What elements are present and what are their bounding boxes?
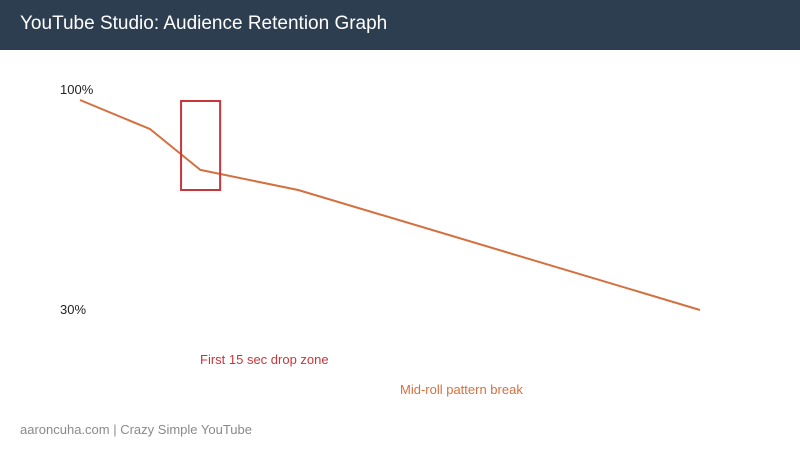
retention-line bbox=[79, 99, 701, 311]
drop-zone-annotation: First 15 sec drop zone bbox=[200, 352, 329, 367]
y-axis-label-bottom: 30% bbox=[60, 302, 87, 317]
header-bar: YouTube Studio: Audience Retention Graph bbox=[0, 0, 800, 50]
midroll-annotation: Mid-roll pattern break bbox=[400, 382, 523, 397]
footer-credit: aaroncuha.com | Crazy Simple YouTube bbox=[20, 422, 252, 437]
drop-zone-highlight-box bbox=[180, 100, 222, 191]
y-axis-label-top: 100% bbox=[60, 82, 94, 97]
page-title: YouTube Studio: Audience Retention Graph bbox=[20, 13, 388, 34]
